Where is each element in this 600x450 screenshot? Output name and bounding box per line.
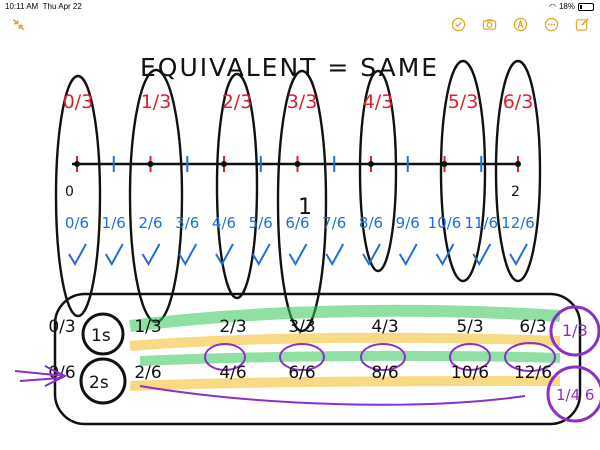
status-bar: 10:11 AM Thu Apr 22 ◠ 18%: [0, 0, 600, 14]
table-sixth: 12/6: [514, 363, 552, 383]
right-circles: 1/3 1/4 6: [546, 305, 600, 423]
sixth-label: 11/6: [464, 214, 498, 232]
right-circle-sixths: 1/4 6: [556, 386, 594, 404]
table-sixth: 6/6: [288, 363, 315, 383]
check-icon: [141, 243, 161, 267]
checkmarks: [68, 243, 528, 267]
battery-percent: 18%: [558, 2, 575, 11]
status-time-date: 10:11 AM Thu Apr 22: [5, 2, 82, 11]
number-line-dot: [74, 161, 80, 167]
sixth-label: 12/6: [501, 214, 535, 232]
check-icon: [68, 243, 87, 267]
wifi-icon: ◠: [549, 2, 556, 11]
third-label: 3/3: [287, 91, 318, 113]
check-icon: [251, 243, 271, 267]
number-line-dot: [221, 161, 227, 167]
purple-circles: [139, 342, 556, 406]
sixth-label: 7/6: [322, 214, 346, 232]
table-sixth: 8/6: [371, 363, 398, 383]
sixth-label: 10/6: [428, 214, 462, 232]
number-line-dot: [515, 161, 521, 167]
line-label-1: 1: [298, 195, 312, 220]
check-icon: [435, 243, 455, 267]
line-label-2: 2: [511, 184, 520, 200]
number-line-dot: [294, 161, 301, 167]
third-label: 0/3: [63, 91, 94, 113]
accessibility-a-icon[interactable]: [512, 16, 528, 32]
table-third: 2/3: [219, 317, 246, 337]
status-date: Thu Apr 22: [42, 2, 82, 11]
markup-check-icon[interactable]: [450, 16, 466, 32]
table-sixth: 10/6: [451, 363, 489, 383]
line-label-0: 0: [65, 184, 74, 200]
number-line: 0 1 2: [65, 156, 521, 220]
number-line-dot: [368, 161, 374, 167]
third-label: 4/3: [363, 91, 394, 113]
check-icon: [362, 243, 381, 267]
table-third: 6/3: [519, 317, 546, 337]
sixth-label: 0/6: [65, 214, 89, 232]
table-third: 0/3: [48, 317, 75, 337]
table-third: 3/3: [288, 317, 315, 337]
sixth-label: 1/6: [102, 214, 126, 232]
table-third: 1/3: [134, 317, 161, 337]
table-sixth: 4/6: [219, 363, 246, 383]
table-row-sixths: 0/6 2/6 4/6 6/6 8/6 10/6 12/6: [48, 363, 552, 383]
third-label: 1/3: [141, 91, 172, 113]
table-sixth: 2/6: [134, 363, 161, 383]
status-right: ◠ 18%: [549, 2, 594, 11]
camera-icon[interactable]: [481, 16, 497, 32]
left-circled-ones: 1s 2s: [79, 312, 127, 405]
number-line-dot: [441, 161, 448, 167]
check-icon: [215, 243, 234, 267]
thirds-ovals: [54, 59, 542, 333]
sixth-label: 5/6: [249, 214, 273, 232]
check-icon: [472, 243, 492, 267]
third-label: 5/3: [448, 91, 479, 113]
table-row-thirds: 0/3 1/3 2/3 3/3 4/3 5/3 6/3: [48, 317, 546, 337]
more-icon[interactable]: [543, 16, 559, 32]
circle-label-2s: 2s: [89, 373, 109, 393]
table-third: 4/3: [371, 317, 398, 337]
sixth-label: 4/6: [212, 214, 236, 232]
sixth-label: 2/6: [138, 214, 162, 232]
right-circle-thirds: 1/3: [562, 321, 588, 340]
note-title: EQUIVALENT = SAME: [140, 53, 439, 82]
check-icon: [288, 243, 308, 267]
battery-icon: [578, 2, 594, 11]
check-icon: [104, 243, 124, 267]
green-band-mid: [139, 350, 561, 366]
table-third: 5/3: [456, 317, 483, 337]
collapse-icon[interactable]: [10, 16, 26, 32]
notes-toolbar: [0, 14, 600, 36]
equivalence-table-box: [53, 292, 582, 426]
circle-label-1s: 1s: [91, 326, 111, 346]
green-band-top: [129, 304, 561, 332]
third-label: 6/3: [503, 91, 534, 113]
sixth-label: 8/6: [359, 214, 383, 232]
yellow-band-bottom: [129, 376, 561, 391]
check-icon: [509, 243, 528, 267]
check-icon: [178, 243, 198, 267]
check-icon: [325, 243, 345, 267]
check-icon: [398, 243, 418, 267]
sixth-label: 9/6: [396, 214, 420, 232]
table-sixth: 0/6: [48, 363, 75, 383]
thirds-labels: 0/3 1/3 2/3 3/3 4/3 5/3 6/3: [63, 91, 534, 113]
yellow-band-top: [129, 332, 561, 351]
purple-arrows: [14, 365, 68, 387]
third-label: 2/3: [222, 91, 253, 113]
number-line-dot: [147, 161, 154, 167]
compose-icon[interactable]: [574, 16, 590, 32]
sixth-label: 3/6: [175, 214, 199, 232]
status-time: 10:11 AM: [5, 2, 39, 11]
sixth-label: 6/6: [285, 214, 309, 232]
